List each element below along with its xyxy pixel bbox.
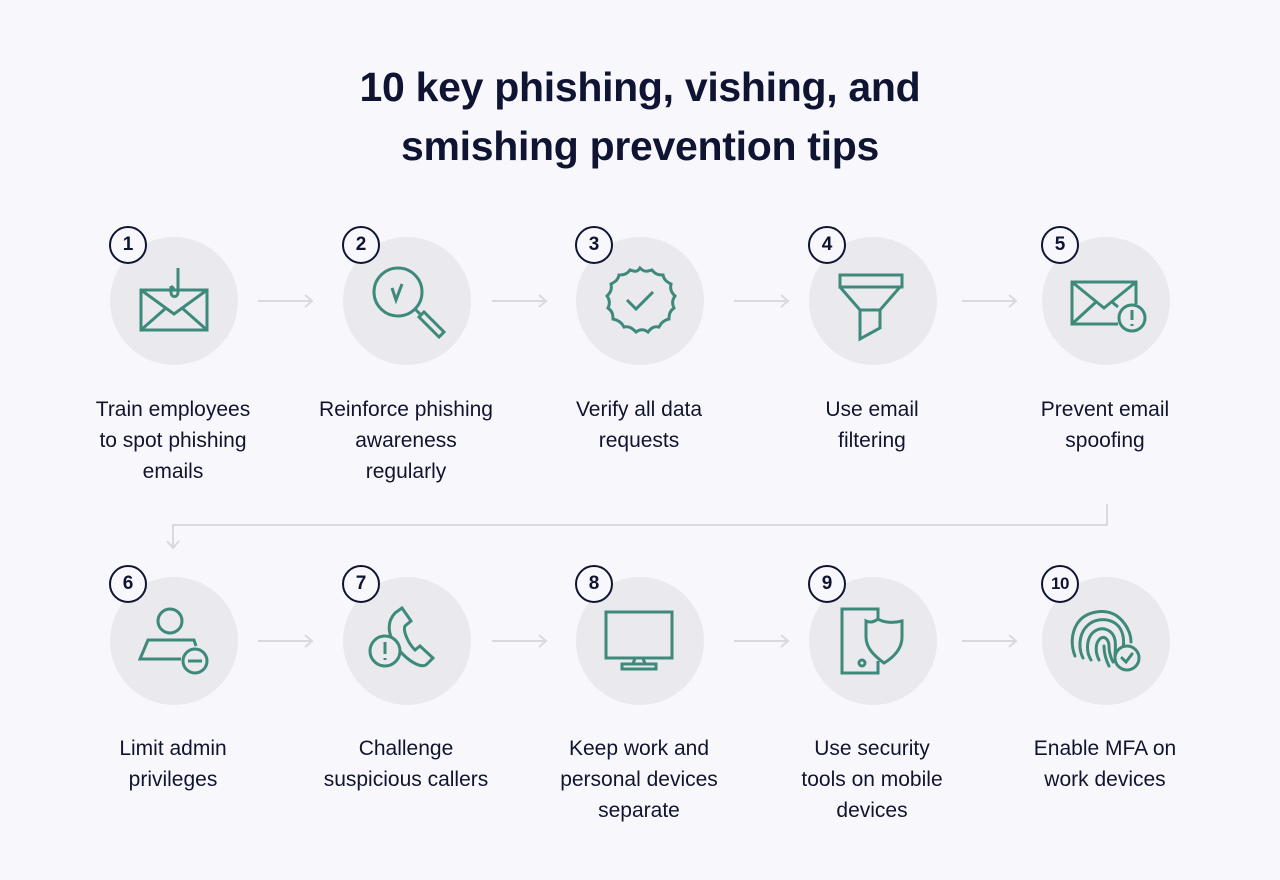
step-number-badge: 3 [575,226,613,264]
mobile-shield-icon [840,607,910,677]
row-connector-arrow-icon [166,504,1108,550]
arrow-right-icon [258,294,314,308]
step-label: Verify all data requests [575,398,703,452]
page-title: 10 key phishing, vishing, and smishing p… [0,58,1280,176]
step-number-badge: 1 [109,226,147,264]
step-label: Use email filtering [825,398,919,452]
step-number-badge: 7 [342,565,380,603]
email-alert-icon [1070,280,1150,336]
magnifier-check-icon [368,262,448,342]
arrow-right-icon [492,634,548,648]
phishing-email-hook-icon [138,264,210,336]
step-label: Limit admin privileges [119,737,227,791]
phone-alert-icon [367,606,439,678]
step-label: Enable MFA on work devices [1033,737,1177,791]
arrow-right-icon [258,634,314,648]
user-remove-icon [138,606,210,678]
step-label: Use security tools on mobile devices [801,737,943,822]
title-line-1: 10 key phishing, vishing, and [359,64,921,110]
arrow-right-icon [492,294,548,308]
step-number-badge: 5 [1041,226,1079,264]
arrow-right-icon [962,634,1018,648]
verified-badge-icon [602,265,678,337]
step-label: Keep work and personal devices separate [560,737,718,822]
title-line-2: smishing prevention tips [400,123,880,169]
step-number-badge: 8 [575,565,613,603]
step-number-badge: 6 [109,565,147,603]
step-label: Challenge suspicious callers [323,737,489,791]
step-number-badge: 4 [808,226,846,264]
fingerprint-check-icon [1069,606,1145,674]
step-label: Train employees to spot phishing emails [95,398,251,483]
step-label: Reinforce phishing awareness regularly [319,398,493,483]
funnel-filter-icon [838,273,906,343]
arrow-right-icon [734,294,790,308]
arrow-right-icon [734,634,790,648]
step-label: Prevent email spoofing [1040,398,1170,452]
arrow-right-icon [962,294,1018,308]
monitor-icon [604,610,676,672]
step-number-badge: 9 [808,565,846,603]
step-number-badge: 2 [342,226,380,264]
step-number-badge: 10 [1041,565,1079,603]
